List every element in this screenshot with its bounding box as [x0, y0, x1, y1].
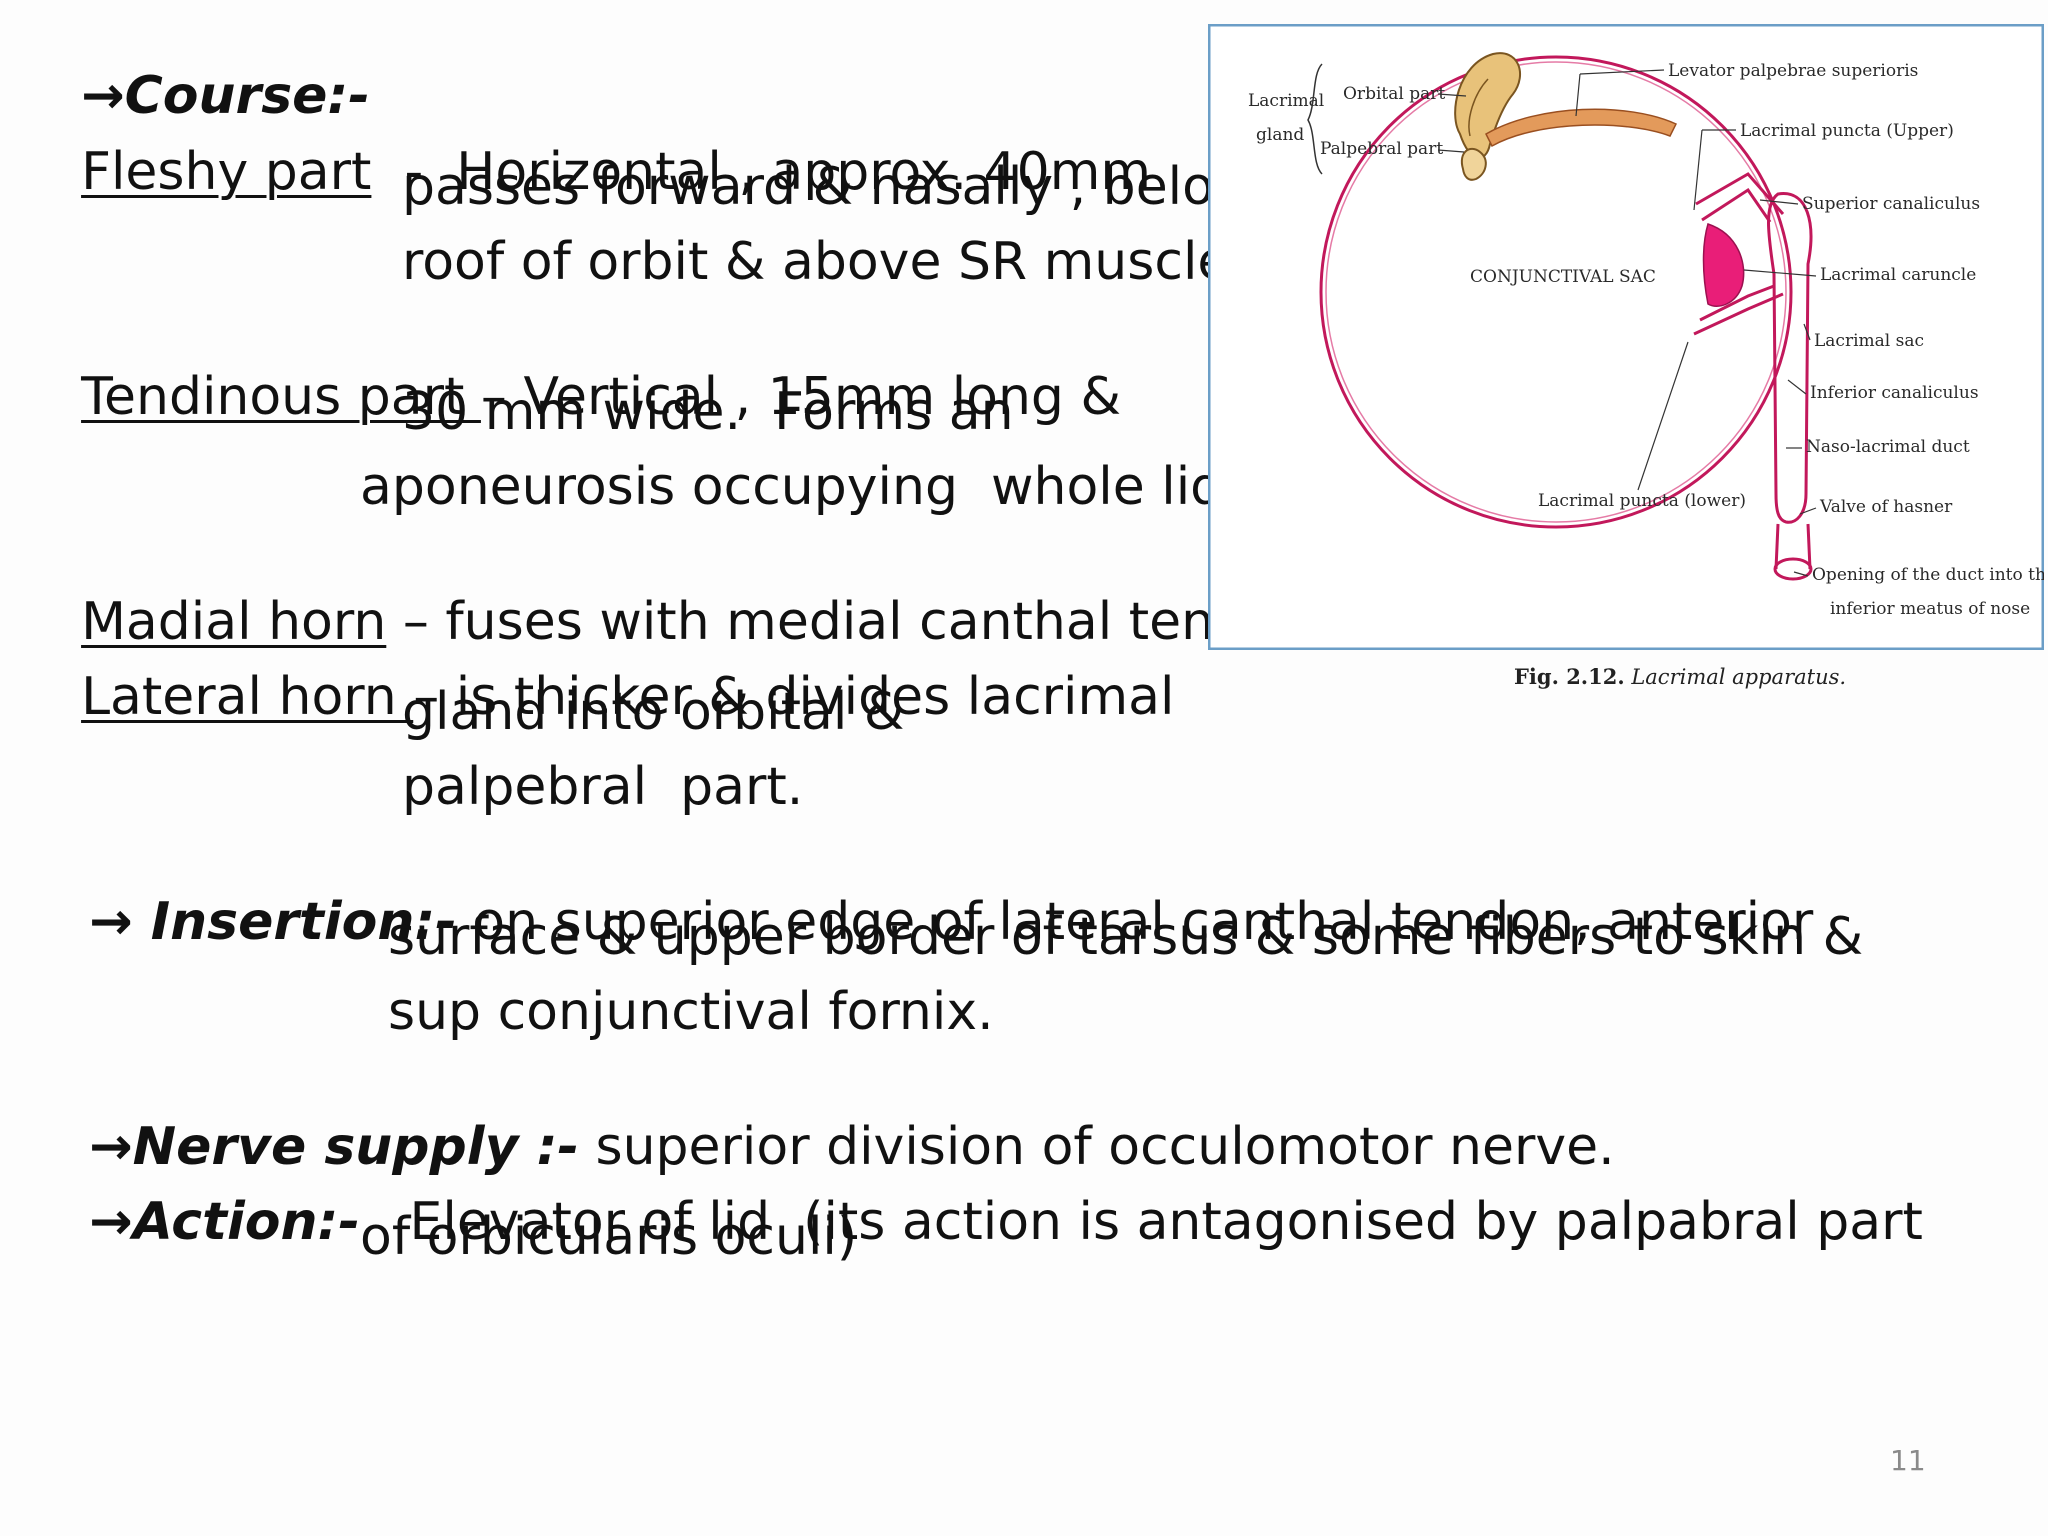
svg-text:Palpebral part: Palpebral part [1320, 139, 1443, 159]
nerve-supply-line: →Nerve supply :- superior division of oc… [56, 1057, 1615, 1177]
arrow-right-icon: → [89, 1192, 133, 1252]
tendinous-part-line: Tendinous part – Vertical , 15mm long & [48, 307, 1121, 427]
svg-text:Lacrimal sac: Lacrimal sac [1814, 331, 1924, 351]
svg-text:Naso-lacrimal duct: Naso-lacrimal duct [1806, 437, 1970, 457]
nerve-supply-heading: Nerve supply :- [132, 1117, 579, 1177]
fleshy-part-line-3: roof of orbit & above SR muscle. [402, 232, 1246, 292]
svg-text:Lacrimal: Lacrimal [1248, 91, 1324, 111]
figure-caption: Fig. 2.12. Lacrimal apparatus. [1514, 664, 1846, 689]
figure-labels: Lacrimal gland Orbital part Palpebral pa… [1248, 61, 2044, 619]
page-number: 11 [1890, 1444, 1926, 1477]
figure-title: Lacrimal apparatus. [1631, 665, 1847, 689]
insertion-heading: Insertion:- [132, 892, 457, 952]
fleshy-part-text: Horizontal , approx. 40mm [456, 142, 1152, 202]
medial-horn-label: Madial horn [81, 592, 387, 652]
insertion-line: → Insertion:- on superior edge of latera… [56, 832, 1813, 952]
lateral-horn-label: Lateral horn [81, 667, 414, 727]
figure-number: Fig. 2.12. [1514, 664, 1625, 689]
lateral-horn-line: Lateral horn – is thicker & divides lacr… [48, 607, 1174, 727]
svg-text:Orbital part: Orbital part [1343, 84, 1445, 104]
action-heading: Action:- [132, 1192, 360, 1252]
action-line: →Action:- Elevator of lid (its action is… [56, 1132, 1923, 1252]
conjunctival-sac-outline [1319, 55, 1793, 529]
lateral-horn-line-3: palpebral part. [402, 757, 804, 817]
levator-muscle-drawing [1485, 108, 1678, 148]
svg-text:Inferior canaliculus: Inferior canaliculus [1810, 383, 1979, 403]
tendinous-part-text: – Vertical , 15mm long & [480, 367, 1121, 427]
svg-text:Levator palpebrae superioris: Levator palpebrae superioris [1668, 61, 1918, 81]
lateral-horn-text: – is thicker & divides lacrimal [413, 667, 1175, 727]
lacrimal-apparatus-figure: Lacrimal gland Orbital part Palpebral pa… [1208, 24, 2044, 650]
lacrimal-gland-drawing [1454, 52, 1522, 181]
lateral-horn-line-2: gland into orbital & [402, 682, 905, 742]
fleshy-part-line: Fleshy part - Horizontal , approx. 40mm [81, 142, 1152, 202]
svg-text:inferior meatus of nose: inferior meatus of nose [1830, 599, 2030, 619]
svg-text:Valve of hasner: Valve of hasner [1819, 497, 1953, 517]
svg-text:Superior canaliculus: Superior canaliculus [1802, 194, 1980, 214]
tendinous-part-label: Tendinous part [81, 367, 481, 427]
insertion-line-3: sup conjunctival fornix. [388, 982, 994, 1042]
svg-text:Lacrimal caruncle: Lacrimal caruncle [1820, 265, 1976, 285]
tendinous-part-line-2: 30 mm wide. Forms an [402, 382, 1014, 442]
nerve-supply-text: superior division of occulomotor nerve. [578, 1117, 1615, 1177]
insertion-line-2: surface & upper border of tarsus & some … [388, 907, 1864, 967]
svg-text:Lacrimal puncta (lower): Lacrimal puncta (lower) [1538, 491, 1746, 511]
lacrimal-caruncle-drawing [1702, 223, 1745, 307]
svg-text:Opening of the duct into the: Opening of the duct into the [1812, 565, 2044, 585]
svg-text:gland: gland [1256, 125, 1304, 145]
arrow-right-icon: → [89, 892, 133, 952]
arrow-right-icon: → [89, 1117, 133, 1177]
fleshy-part-line-2: passes forward & nasally , below [402, 157, 1257, 217]
action-line-2: of orbicularis oculi) [360, 1207, 858, 1267]
course-heading: →Course:- [81, 66, 370, 126]
figure-frame [1208, 24, 2044, 650]
insertion-text: on superior edge of lateral canthal tend… [456, 892, 1814, 952]
tendinous-part-line-3: aponeurosis occupying whole lid. [360, 457, 1240, 517]
svg-text:Lacrimal puncta (Upper): Lacrimal puncta (Upper) [1740, 121, 1954, 141]
svg-text:CONJUNCTIVAL SAC: CONJUNCTIVAL SAC [1470, 267, 1656, 287]
action-text: Elevator of lid (its action is antagonis… [359, 1192, 1923, 1252]
arrow-right-icon: → [81, 66, 125, 126]
fleshy-part-label: Fleshy part [81, 142, 372, 202]
